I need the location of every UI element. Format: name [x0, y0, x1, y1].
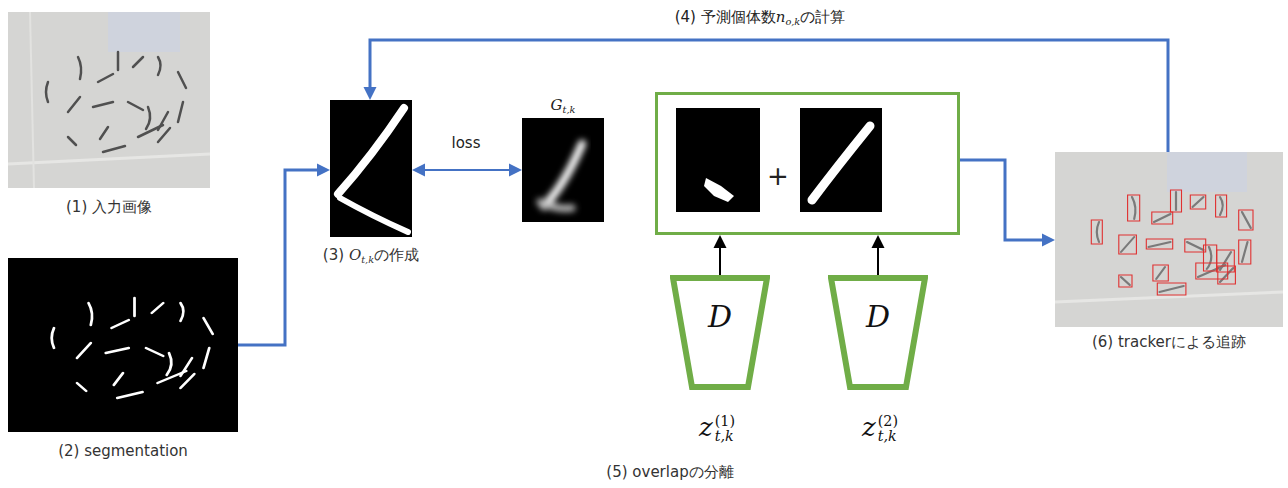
- connector: [412, 164, 522, 177]
- caption: Gt,k: [551, 96, 576, 116]
- connector: [714, 235, 727, 275]
- text-run: z: [699, 412, 713, 442]
- text-run: (2): [878, 415, 898, 429]
- tracker-photo: [1055, 152, 1283, 327]
- decoder-label: D: [708, 299, 732, 335]
- connector-line: [960, 160, 1042, 240]
- text-run: t,k: [361, 254, 374, 265]
- overlap-image: (3) Ot,kの作成: [330, 100, 412, 237]
- caption: (1) 入力画像: [66, 198, 152, 216]
- connector-line: [719, 248, 721, 275]
- text-run: (4) 予測個体数: [675, 8, 776, 26]
- text-run: D: [708, 299, 732, 334]
- connector-line: [370, 40, 1168, 152]
- segmentation-mask: [8, 258, 238, 432]
- decoded-part-1: [676, 108, 760, 212]
- connector-line: [877, 248, 879, 275]
- text-run: t,k: [878, 429, 898, 443]
- text-run: D: [866, 299, 890, 334]
- text-run: (2)t,k: [878, 415, 898, 444]
- arrowhead: [714, 235, 727, 248]
- connector-line: [238, 170, 317, 345]
- generated-image: [522, 118, 604, 222]
- edge-label: (4) 予測個体数no,kの計算: [672, 8, 849, 28]
- text-run: (3): [323, 246, 349, 264]
- generated-image: Gt,k: [522, 118, 604, 222]
- trapezoid-shape: [673, 278, 767, 387]
- segmentation-image: (2) segmentation: [8, 258, 238, 432]
- text-run: O: [349, 246, 361, 264]
- text-run: t,k: [715, 429, 735, 443]
- trapezoid-shape: [831, 278, 925, 387]
- text-run: の作成: [374, 246, 419, 264]
- tracker-image: (6) trackerによる追跡: [1055, 152, 1283, 327]
- text-run: n: [776, 8, 786, 26]
- arrowhead: [872, 235, 885, 248]
- text-run: (1)t,k: [715, 415, 735, 444]
- text-run: (1): [715, 415, 735, 429]
- arrowhead: [412, 164, 425, 177]
- text-run: の計算: [800, 8, 845, 26]
- edge-label: loss: [449, 134, 484, 152]
- connector-line: [425, 169, 509, 171]
- connector: [364, 40, 1169, 152]
- overlap-crop: [330, 100, 412, 237]
- latent-variable: z(1)t,k: [699, 412, 735, 443]
- arrowhead: [1042, 234, 1055, 247]
- step-caption: (5) overlapの分離: [606, 463, 733, 481]
- latent-variable: z(2)t,k: [862, 412, 898, 443]
- text-run: G: [551, 96, 563, 114]
- connector: [872, 235, 885, 275]
- decoder-trapezoid: D: [828, 275, 928, 390]
- decoded-part-2: [800, 108, 882, 212]
- connector: [960, 160, 1055, 247]
- arrowhead: [364, 87, 377, 100]
- text-run: o,k: [785, 16, 800, 27]
- decoder-output-box: +: [655, 92, 960, 235]
- text-run: z: [862, 412, 876, 442]
- decoder-label: D: [866, 299, 890, 335]
- text-run: t,k: [563, 104, 576, 115]
- connector: [238, 164, 330, 346]
- input-image: (1) 入力画像: [8, 12, 210, 188]
- caption: (3) Ot,kの作成: [323, 246, 419, 266]
- caption: (6) trackerによる追跡: [1092, 333, 1246, 351]
- input-photo: [8, 12, 210, 188]
- caption: (2) segmentation: [58, 442, 188, 460]
- decoder-trapezoid: D: [670, 275, 770, 390]
- caption: +: [767, 161, 789, 192]
- arrowhead: [317, 164, 330, 177]
- arrowhead: [509, 164, 522, 177]
